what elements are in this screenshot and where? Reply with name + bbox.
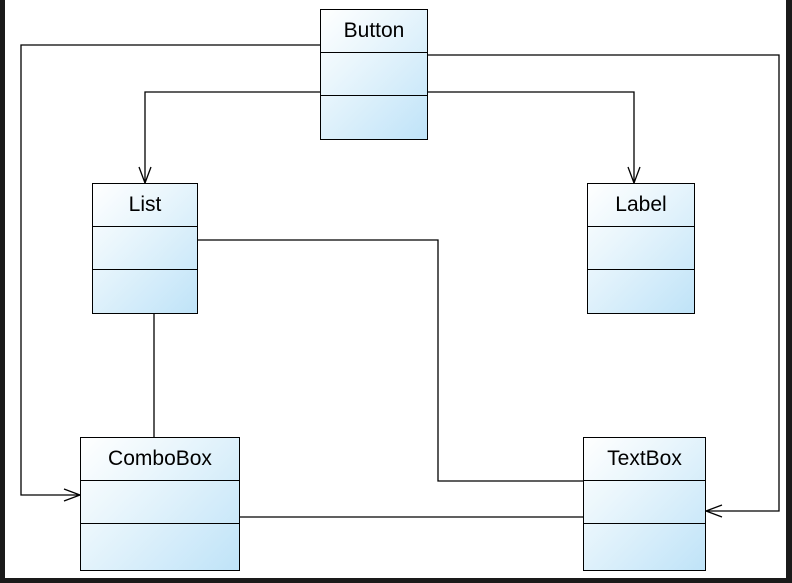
class-combobox[interactable]: ComboBox: [80, 437, 240, 571]
edge-button-textbox: [428, 54, 780, 512]
class-name: TextBox: [584, 438, 705, 481]
attributes-compartment: [93, 227, 197, 270]
attributes-compartment: [321, 53, 427, 96]
class-list[interactable]: List: [92, 183, 198, 314]
attributes-compartment: [81, 481, 239, 524]
class-name: ComboBox: [81, 438, 239, 481]
class-name: Button: [321, 10, 427, 53]
attributes-compartment: [588, 227, 694, 270]
attributes-compartment: [584, 481, 705, 524]
class-name: List: [93, 184, 197, 227]
class-textbox[interactable]: TextBox: [583, 437, 706, 571]
arrowhead-textbox: [704, 504, 723, 518]
edge-list-textbox: [198, 239, 583, 482]
class-label[interactable]: Label: [587, 183, 695, 314]
class-name: Label: [588, 184, 694, 227]
edge-button-list: [144, 91, 320, 183]
edge-button-combobox: [20, 44, 320, 496]
class-button[interactable]: Button: [320, 9, 428, 140]
edge-button-label: [428, 91, 635, 183]
